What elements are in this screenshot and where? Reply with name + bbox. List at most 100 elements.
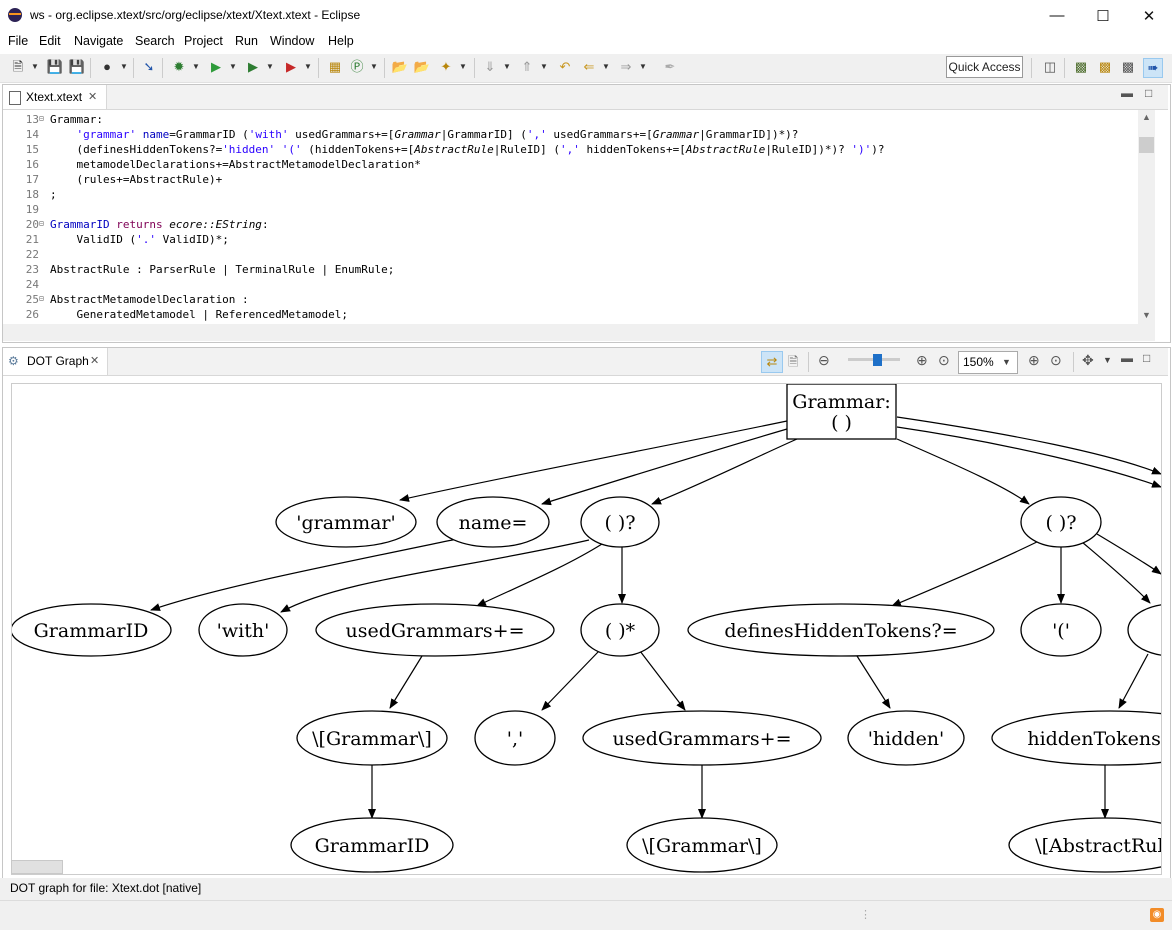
graph-node[interactable] (275, 496, 417, 548)
zoom-select[interactable]: 150% ▼ (958, 351, 1018, 374)
status-grip-icon: ⋮ (860, 909, 871, 921)
run-dropdown-icon[interactable]: ▼ (229, 62, 237, 71)
fold-icon[interactable]: ⊟ (39, 219, 44, 228)
next-annotation-dropdown-icon[interactable]: ▼ (503, 62, 511, 71)
minimize-view-icon[interactable]: ▬ (1121, 86, 1133, 100)
graph-node[interactable] (315, 603, 555, 657)
graph-node[interactable] (296, 710, 448, 766)
open-type-icon[interactable]: 📂 (391, 59, 409, 74)
editor-horizontal-scrollbar[interactable] (3, 324, 1155, 341)
new-icon[interactable]: 🗎 (12, 59, 24, 74)
load-file-icon[interactable]: 🗎 (788, 354, 799, 369)
coverage-icon[interactable]: ▶ (248, 59, 258, 74)
external-tools-dropdown-icon[interactable]: ▼ (304, 62, 312, 71)
last-edit-icon[interactable]: ↶ (559, 59, 571, 74)
graph-node[interactable] (198, 603, 288, 657)
new-dropdown-icon[interactable]: ▼ (31, 62, 39, 71)
debug-dropdown-icon[interactable]: ▼ (192, 62, 200, 71)
new-java-package-icon[interactable]: ▦ (328, 59, 342, 74)
java-perspective-icon[interactable]: ▩ (1074, 59, 1088, 74)
graph-node[interactable] (1008, 817, 1161, 873)
zoom-slider[interactable] (848, 354, 900, 366)
zoom-out-icon[interactable]: ⊖ (818, 352, 830, 368)
new-class-dropdown-icon[interactable]: ▼ (370, 62, 378, 71)
external-tools-icon[interactable]: ▶ (286, 59, 296, 74)
zoom-fit-icon[interactable]: ⊙ (938, 352, 950, 368)
view-menu-icon[interactable]: ▼ (1103, 355, 1112, 365)
graph-node[interactable] (687, 603, 995, 657)
editor-vertical-scrollbar[interactable]: ▲ ▼ (1138, 110, 1155, 324)
back-icon[interactable]: ⇐ (583, 59, 595, 74)
minimize-button[interactable]: — (1049, 7, 1065, 24)
menu-run[interactable]: Run (235, 34, 258, 48)
forward-icon[interactable]: ⇒ (620, 59, 632, 74)
search-dropdown-icon[interactable]: ▼ (459, 62, 467, 71)
graph-node[interactable] (582, 710, 822, 766)
debug-icon[interactable]: ✹ (173, 59, 185, 74)
dot-perspective-icon[interactable]: ➠ (1143, 58, 1163, 78)
fold-icon[interactable]: ⊟ (39, 114, 44, 123)
code-editor[interactable]: 13⊟Grammar:14 'grammar' name=GrammarID (… (3, 110, 1138, 324)
close-tab-icon[interactable]: ✕ (88, 91, 98, 103)
quick-access-field[interactable]: Quick Access (946, 56, 1023, 78)
coverage-dropdown-icon[interactable]: ▼ (266, 62, 274, 71)
prev-annotation-dropdown-icon[interactable]: ▼ (540, 62, 548, 71)
graph-node[interactable] (436, 496, 550, 548)
graph-horizontal-scroll-thumb[interactable] (11, 860, 63, 874)
graph-node[interactable] (1020, 603, 1102, 657)
menu-edit[interactable]: Edit (39, 34, 61, 48)
back-dropdown-icon[interactable]: ▼ (602, 62, 610, 71)
graph-node[interactable] (474, 710, 556, 766)
menu-file[interactable]: File (8, 34, 29, 48)
graph-node[interactable] (1020, 496, 1102, 548)
graph-canvas[interactable]: Grammar:( )'grammar'name=( )?( )?Grammar… (11, 383, 1162, 875)
open-task-icon[interactable]: 📂 (413, 59, 431, 74)
menu-search[interactable]: Search (135, 34, 175, 48)
close-dot-tab-icon[interactable]: ✕ (90, 355, 100, 367)
menu-window[interactable]: Window (270, 34, 315, 48)
fold-icon[interactable]: ⊟ (39, 294, 44, 303)
save-icon[interactable]: 💾 (46, 59, 64, 74)
zoom-actual-icon[interactable]: ⊕ (1028, 352, 1040, 368)
layout-icon[interactable]: ✥ (1082, 352, 1094, 368)
menu-navigate[interactable]: Navigate (74, 34, 124, 48)
graph-node[interactable] (786, 384, 897, 440)
zoom-in-icon[interactable]: ⊕ (916, 352, 928, 368)
rss-icon[interactable]: ◉ (1150, 908, 1164, 922)
forward-dropdown-icon[interactable]: ▼ (639, 62, 647, 71)
graph-node[interactable] (991, 710, 1161, 766)
save-all-icon[interactable]: 💾 (68, 59, 86, 74)
run-icon[interactable]: ▶ (211, 59, 221, 74)
next-annotation-icon[interactable]: ⇓ (484, 59, 496, 74)
minimize-dot-view-icon[interactable]: ▬ (1121, 351, 1133, 365)
link-editor-icon[interactable]: ⇄ (761, 351, 783, 373)
close-button[interactable]: ✕ (1142, 7, 1156, 25)
graph-node[interactable] (626, 817, 778, 873)
graph-node[interactable] (1127, 604, 1161, 656)
pin-editor-icon[interactable]: ✒ (664, 59, 676, 74)
menu-help[interactable]: Help (328, 34, 354, 48)
tab-xtext[interactable]: Xtext.xtext ✕ (3, 85, 107, 109)
graph-node[interactable] (12, 603, 172, 657)
maximize-view-icon[interactable]: □ (1145, 86, 1153, 100)
tab-dot-graph[interactable]: ⚙ DOT Graph ✕ (3, 348, 108, 375)
menu-project[interactable]: Project (184, 34, 223, 48)
graph-node[interactable] (290, 817, 454, 873)
skip-breakpoints-icon[interactable]: ➘ (143, 59, 155, 74)
zoom-slider-thumb[interactable] (873, 354, 882, 366)
open-perspective-icon[interactable]: ◫ (1043, 59, 1057, 74)
java-ee-perspective-icon[interactable]: ▩ (1098, 59, 1112, 74)
debug-perspective-icon[interactable]: ▩ (1121, 59, 1135, 74)
graph-node[interactable] (847, 710, 965, 766)
graph-node[interactable] (580, 603, 660, 657)
prev-annotation-icon[interactable]: ⇑ (521, 59, 533, 74)
maximize-button[interactable]: ☐ (1096, 7, 1110, 25)
zoom-page-icon[interactable]: ⊙ (1050, 352, 1062, 368)
account-dropdown-icon[interactable]: ▼ (120, 62, 128, 71)
graph-node[interactable] (580, 496, 660, 548)
search-tool-icon[interactable]: ✦ (440, 59, 452, 74)
new-class-icon[interactable]: Ⓟ (350, 59, 364, 74)
account-icon[interactable]: ● (103, 59, 111, 74)
editor-scroll-thumb[interactable] (1139, 137, 1154, 153)
maximize-dot-view-icon[interactable]: □ (1143, 351, 1151, 365)
